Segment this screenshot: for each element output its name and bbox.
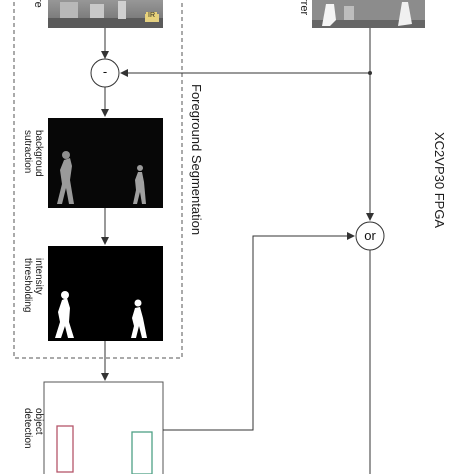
detection-box-2 (131, 431, 153, 474)
intensity-thresholding-label: intensity thresholding (22, 258, 44, 313)
object-detection-panel (43, 381, 164, 474)
input-frame-right (312, 0, 425, 28)
intensity-thresholding-image (48, 246, 163, 341)
background-subtraction-label: backgroud sutraction (22, 130, 44, 177)
frame-badge: IR (146, 12, 157, 19)
input-label-right-fragment: rrer (298, 0, 310, 16)
subtract-operator-label: - (102, 64, 108, 79)
foreground-segmentation-group (13, 0, 183, 359)
background-subtraction-image (48, 118, 163, 208)
fpga-label: XC2VP30 FPGA (432, 132, 447, 229)
foreground-segmentation-title: Foreground Segmentation (189, 84, 204, 236)
input-label-left-fragment: re (32, 0, 44, 8)
input-frame-left (48, 0, 163, 28)
detection-box-1 (56, 425, 74, 473)
object-detection-label: object detection (22, 408, 44, 449)
or-operator-label: or (364, 228, 376, 243)
